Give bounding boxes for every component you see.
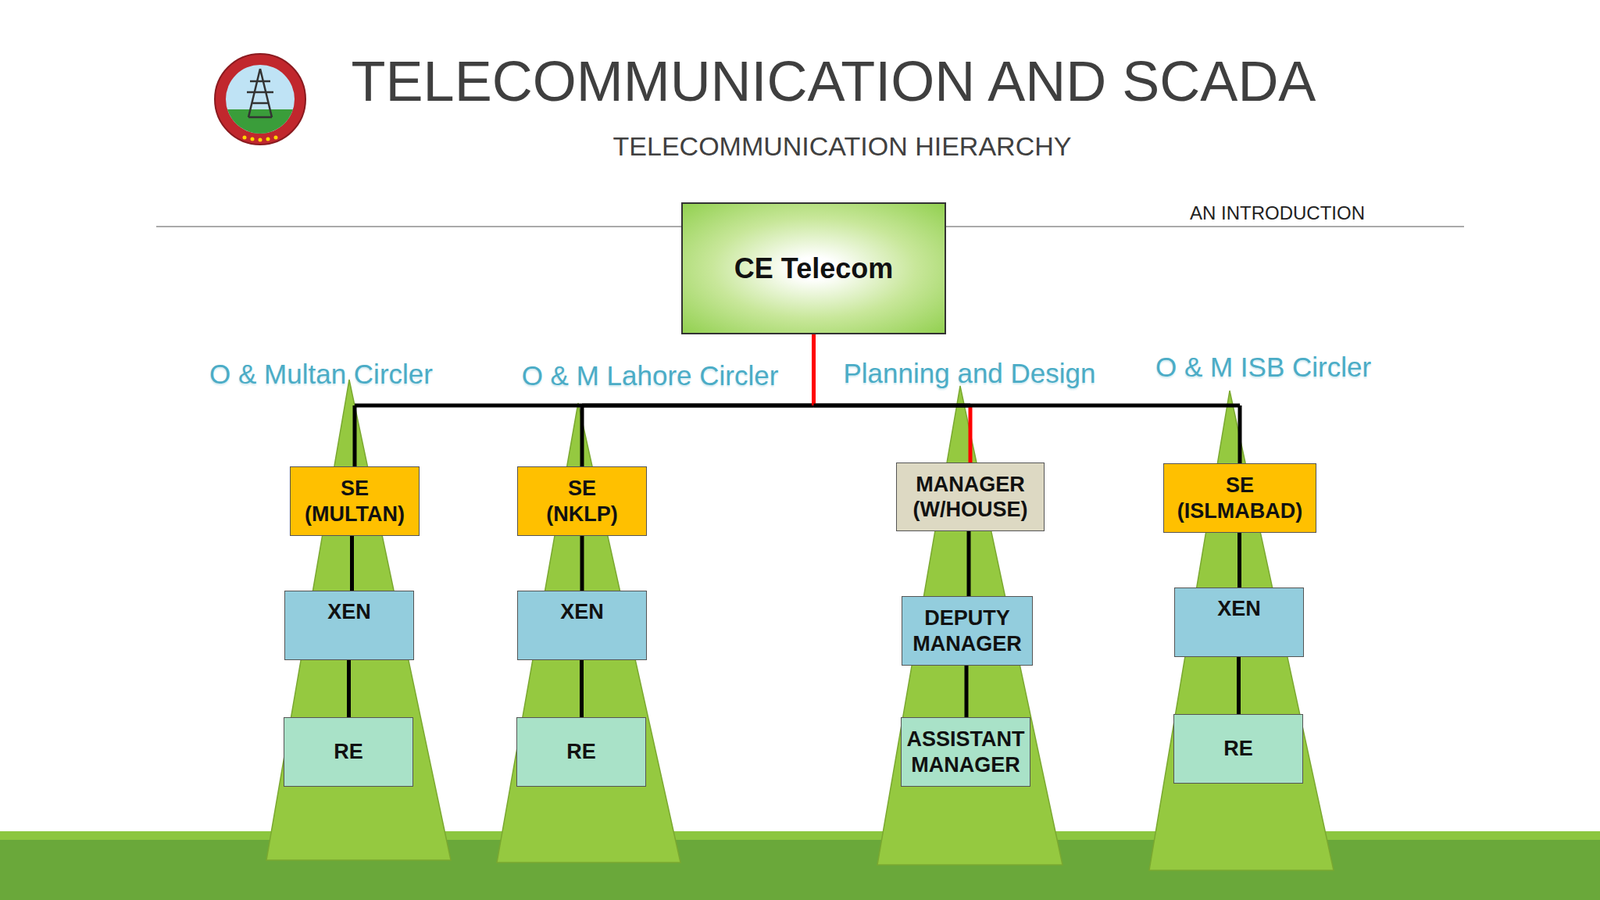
connector-line (580, 405, 585, 467)
ground-band (0, 831, 1600, 900)
xen-box: XEN (517, 590, 647, 661)
circle-triangle: O & M Lahore Circler SE (NKLP) XEN RE (484, 351, 813, 866)
xen-box: XEN (284, 590, 415, 661)
connector-line (1238, 405, 1243, 464)
box-text: ASSISTANT MANAGER (901, 726, 1030, 778)
connector (354, 334, 815, 467)
box-text: XEN (560, 599, 604, 625)
connector (968, 531, 970, 597)
circle-heading: Planning and Design (842, 357, 1096, 390)
circle-heading: O & Multan Circler (209, 358, 433, 390)
box-text: XEN (1217, 596, 1261, 622)
subtitle: TELECOMMUNICATION HIERARCHY (613, 131, 1072, 162)
section-tag: AN INTRODUCTION (1189, 202, 1365, 225)
triangle-outline (877, 385, 1063, 865)
triangle-outline (1149, 390, 1334, 871)
connector-line (811, 334, 816, 406)
connector (582, 334, 815, 467)
planning-triangle: Planning and DesignMANAGER (W/HOUSE) DEPU… (828, 351, 1118, 868)
se-box: SE (MULTAN) (289, 466, 420, 536)
chief-engineer-box: CE Telecom (681, 202, 947, 335)
connector-line (814, 403, 1241, 408)
deputy-manager-box: DEPUTY MANAGER (901, 596, 1033, 666)
box-text: MANAGER (W/HOUSE) (896, 471, 1044, 523)
triangle-outline (496, 403, 681, 863)
connector (1239, 532, 1240, 588)
se-box: SE (NKLP) (517, 466, 647, 536)
page-title: TELECOMMUNICATION AND SCADA (351, 49, 1317, 114)
circle-heading: O & M ISB Circler (1155, 351, 1372, 383)
box-text: SE (NKLP) (539, 475, 625, 527)
circle-triangle: O & Multan Circler SE (MULTAN) XEN RE (195, 351, 508, 864)
circle-heading: O & M Lahore Circler (521, 360, 779, 392)
box-text: RE (1223, 735, 1254, 761)
triangle-outline (266, 379, 451, 861)
connector-line (1236, 657, 1241, 715)
company-logo (214, 53, 306, 145)
connector-line (814, 403, 972, 408)
connector-line (353, 405, 358, 467)
box-text: XEN (327, 599, 372, 625)
connector-line (811, 334, 816, 406)
connector-line (968, 405, 973, 463)
re-box: RE (1173, 714, 1304, 784)
ground-highlight (0, 831, 1600, 840)
manager-box: MANAGER (W/HOUSE) (896, 462, 1045, 532)
box-text: RE (566, 739, 597, 765)
box-text: RE (333, 739, 364, 765)
xen-box: XEN (1174, 587, 1304, 658)
connector-line (350, 535, 354, 591)
connector-line (580, 535, 585, 591)
connector-line (811, 334, 816, 406)
connector-line (967, 531, 972, 597)
connector (348, 660, 350, 718)
box-text: DEPUTY MANAGER (902, 605, 1033, 657)
connector-line (964, 665, 969, 718)
connector-line (346, 660, 351, 718)
connector (814, 334, 1241, 464)
connector (582, 535, 583, 591)
connector-line (579, 660, 584, 718)
connector-line (582, 403, 815, 408)
se-box: SE (ISLMABAD) (1163, 463, 1317, 533)
box-text: CE Telecom (734, 252, 893, 286)
connector (1238, 657, 1240, 715)
connector-line (354, 403, 815, 408)
connector (351, 535, 353, 591)
re-box: RE (283, 717, 414, 787)
connector (581, 660, 583, 718)
circle-triangle: O & M ISB Circler SE (ISLMABAD) XEN RE (1109, 343, 1407, 872)
connector (966, 665, 968, 718)
re-box: RE (516, 717, 647, 787)
connector (814, 334, 972, 463)
connector-line (1237, 532, 1242, 588)
box-text: SE (MULTAN) (290, 475, 419, 527)
connector-line (811, 334, 816, 406)
box-text: SE (ISLMABAD) (1164, 472, 1316, 524)
assistant-manager-box: ASSISTANT MANAGER (900, 717, 1031, 787)
